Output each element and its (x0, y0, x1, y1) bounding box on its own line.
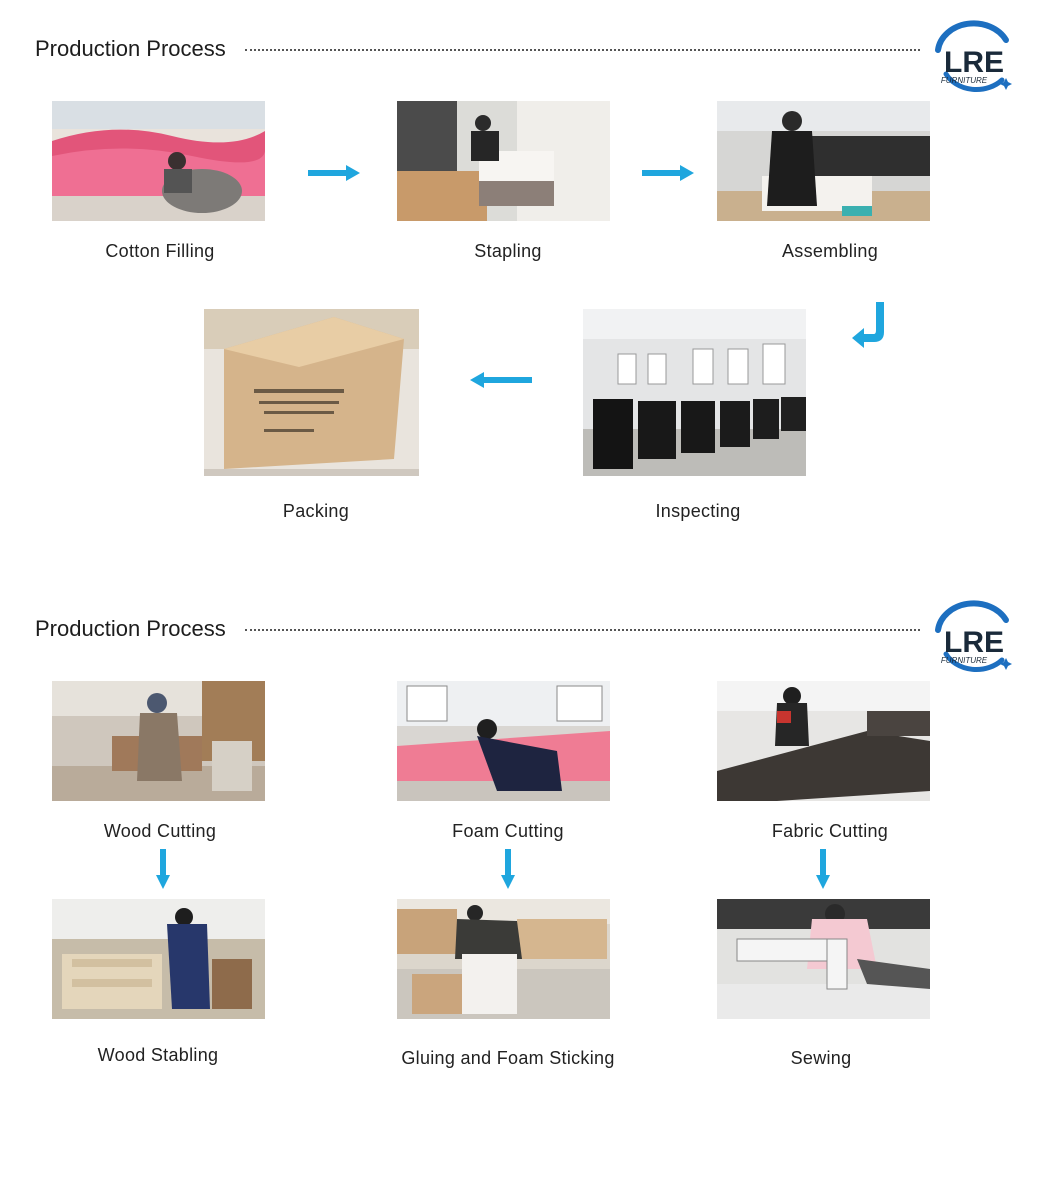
section1-logo-brand: LRE (944, 46, 1004, 79)
arrow-down-icon (501, 849, 515, 889)
section2-logo-sub: FURNITURE (941, 656, 988, 665)
arrow-down-icon (156, 849, 170, 889)
section1-title: Production Process (35, 36, 226, 61)
section1-title-divider (245, 49, 920, 51)
wood-stabling-photo (52, 899, 265, 1019)
section2-title: Production Process (35, 616, 226, 641)
step-fabric-cutting-label: Fabric Cutting (771, 821, 889, 841)
arrow-right-icon (308, 165, 360, 181)
step-assembling-label: Assembling (781, 241, 879, 261)
arrow-right-icon (642, 165, 694, 181)
sewing-photo (717, 899, 930, 1019)
step-foam-cutting-label: Foam Cutting (452, 821, 564, 841)
stapling-photo (397, 101, 610, 221)
step-cotton-filling-label: Cotton Filling (105, 241, 215, 261)
step-sewing-label: Sewing (790, 1048, 852, 1068)
section1-logo-sub: FURNITURE (941, 76, 988, 85)
step-gluing-label: Gluing and Foam Sticking (401, 1048, 615, 1068)
section1-logo: LRE FURNITURE (928, 18, 1018, 98)
section2-logo: LRE FURNITURE (928, 598, 1018, 678)
step-inspecting-label: Inspecting (655, 501, 741, 521)
packing-photo (204, 309, 419, 476)
section2-title-divider (245, 629, 920, 631)
inspecting-photo (583, 309, 806, 476)
foam-cutting-photo (397, 681, 610, 801)
section2-logo-brand: LRE (944, 626, 1004, 659)
fabric-cutting-photo (717, 681, 930, 801)
gluing-photo (397, 899, 610, 1019)
step-packing-label: Packing (282, 501, 350, 521)
step-wood-stabling-label: Wood Stabling (97, 1045, 219, 1065)
cotton-filling-photo (52, 101, 265, 221)
arrow-left-icon (470, 372, 532, 388)
step-stapling-label: Stapling (474, 241, 542, 261)
step-wood-cutting-label: Wood Cutting (103, 821, 217, 841)
wood-cutting-photo (52, 681, 265, 801)
assembling-photo (717, 101, 930, 221)
arrow-down-icon (816, 849, 830, 889)
arrow-down-left-icon (852, 302, 888, 348)
